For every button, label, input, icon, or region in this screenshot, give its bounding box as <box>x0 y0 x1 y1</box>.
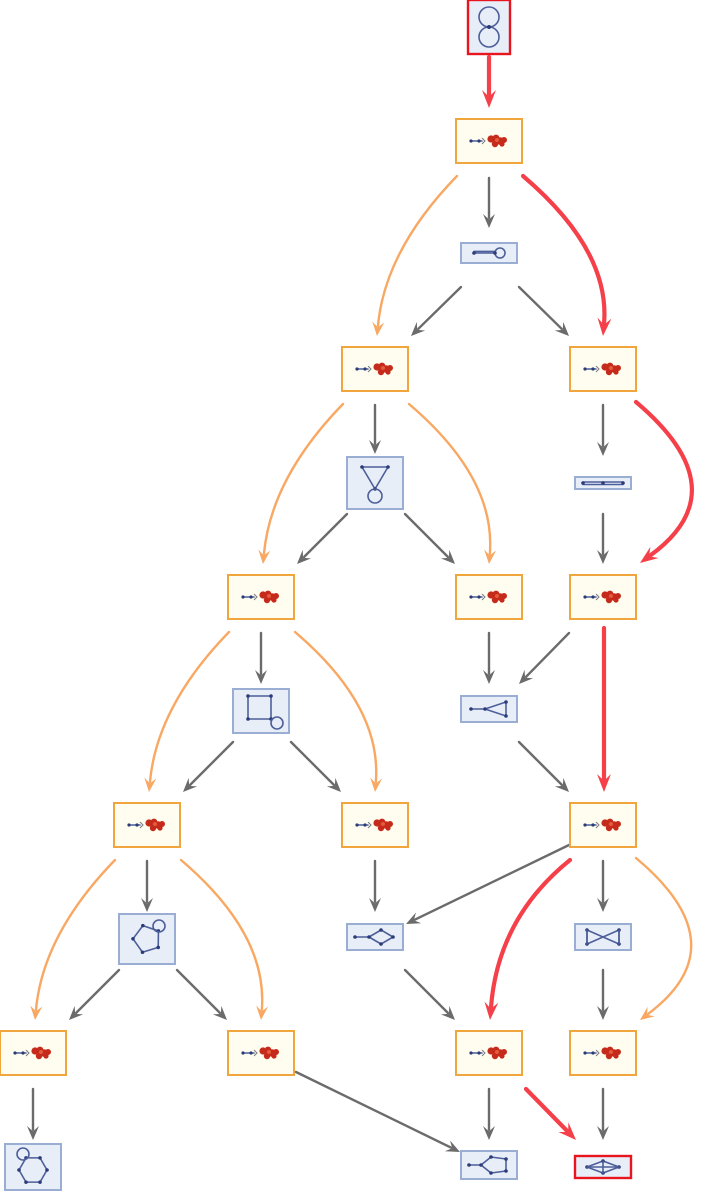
node-s4c <box>569 802 637 848</box>
nodes-layer <box>0 0 637 1191</box>
edge-s4c-g4c-gray <box>597 859 609 912</box>
triangle-loop-graph-icon <box>360 465 390 504</box>
edge-s4c-g4b-gray <box>406 843 571 924</box>
edge-s5a-g5a-gray <box>27 1087 39 1140</box>
bowtie-graph-icon <box>585 928 621 946</box>
edge-s2b-g2b-gray <box>597 403 609 456</box>
edge-g2a-s3a-gray <box>297 512 349 564</box>
state-icon <box>13 1046 51 1060</box>
edge-s1-s2a-orange <box>372 174 459 336</box>
node-g_end <box>573 1154 633 1180</box>
node-g4a <box>118 913 176 965</box>
node-g5b <box>460 1150 518 1180</box>
node-s2b <box>569 346 637 392</box>
state-icon <box>583 362 621 376</box>
edge-s1-s2b-red <box>520 173 612 336</box>
bowtie-line-graph-icon <box>585 1159 621 1175</box>
node-g4c <box>574 923 632 951</box>
node-s5a <box>0 1030 67 1076</box>
edge-g_start-s1-red <box>482 54 496 108</box>
square-loop-graph-icon <box>246 694 284 730</box>
double-line-graph-icon <box>581 481 625 486</box>
edge-g1-s2a-gray <box>411 285 463 336</box>
state-icon <box>355 362 393 376</box>
node-s4b <box>341 802 409 848</box>
node-g3a <box>232 688 290 734</box>
edge-g4b-s5c-gray <box>403 968 455 1020</box>
pentagon-loop-graph-icon <box>131 919 166 955</box>
state-icon <box>241 590 279 604</box>
edge-g4c-s5d-gray <box>597 968 609 1020</box>
edge-s2a-s3b-orange <box>407 402 497 564</box>
edge-g2a-s3b-gray <box>403 512 455 564</box>
state-icon <box>583 818 621 832</box>
edge-s4c-s5d-orange <box>634 856 693 1020</box>
node-g4b <box>346 923 404 951</box>
node-g2a <box>346 456 404 510</box>
edge-s4a-g4a-gray <box>141 859 153 912</box>
line-loop-graph-icon <box>472 247 506 259</box>
node-s3a <box>227 574 295 620</box>
edge-g4a-s5a-gray <box>69 968 121 1020</box>
state-icon <box>127 818 165 832</box>
edge-g4a-s5b-gray <box>175 968 227 1020</box>
node-s2a <box>341 346 409 392</box>
edge-g3a-s4a-gray <box>183 740 235 792</box>
edge-s2a-g2a-gray <box>369 403 381 454</box>
node-s5d <box>569 1030 637 1076</box>
figure-eight-graph-icon <box>478 6 500 48</box>
line-triangle-graph-icon <box>469 700 508 718</box>
edge-s1-g1-gray <box>483 176 495 228</box>
edge-s3b-g3b-gray <box>483 631 495 684</box>
node-s5c <box>455 1030 523 1076</box>
line-pentagon-graph-icon <box>467 1155 508 1175</box>
edge-s4a-s5b-orange <box>179 858 269 1020</box>
edge-s5c-g_end-red <box>523 1086 576 1140</box>
state-icon <box>469 134 507 148</box>
node-s1 <box>455 118 523 164</box>
edge-s3c-s4c-red <box>597 625 611 792</box>
node-s3c <box>569 574 637 620</box>
edge-s3a-s4a-orange <box>144 630 231 792</box>
state-icon <box>583 590 621 604</box>
line-diamond-graph-icon <box>353 928 395 946</box>
edge-s4a-s5a-orange <box>30 858 117 1020</box>
edge-s5d-g_end-gray <box>597 1087 609 1140</box>
edge-s2a-s3a-orange <box>258 402 345 564</box>
edge-s4c-s5c-red <box>484 857 573 1020</box>
node-g1 <box>460 242 518 264</box>
node-g2b <box>574 476 632 490</box>
state-icon <box>469 1046 507 1060</box>
node-g3b <box>460 695 518 723</box>
edge-g2b-s3c-gray <box>597 512 609 564</box>
edge-s5c-g5b-gray <box>483 1087 495 1140</box>
node-s4a <box>113 802 181 848</box>
node-s5b <box>227 1030 295 1076</box>
edges-layer <box>27 54 694 1152</box>
hexagon-loop-graph-icon <box>16 1147 49 1184</box>
edge-s2b-s3c-red <box>633 399 694 563</box>
edge-s3a-g3a-gray <box>255 631 267 684</box>
state-icon <box>355 818 393 832</box>
edge-g3a-s4b-gray <box>289 740 341 792</box>
state-icon <box>583 1046 621 1060</box>
node-s3b <box>455 574 523 620</box>
state-icon <box>241 1046 279 1060</box>
edge-s3c-g3b-gray <box>519 631 571 684</box>
node-g5a <box>4 1143 62 1191</box>
edge-g3b-s4c-gray <box>517 740 569 792</box>
node-g_start <box>466 0 512 56</box>
state-icon <box>469 590 507 604</box>
edge-s4b-g4b-gray <box>369 859 381 912</box>
edge-s5b-g5b-gray <box>294 1070 460 1152</box>
edge-g1-s2b-gray <box>517 285 569 336</box>
edge-s3a-s4b-orange <box>293 630 383 792</box>
